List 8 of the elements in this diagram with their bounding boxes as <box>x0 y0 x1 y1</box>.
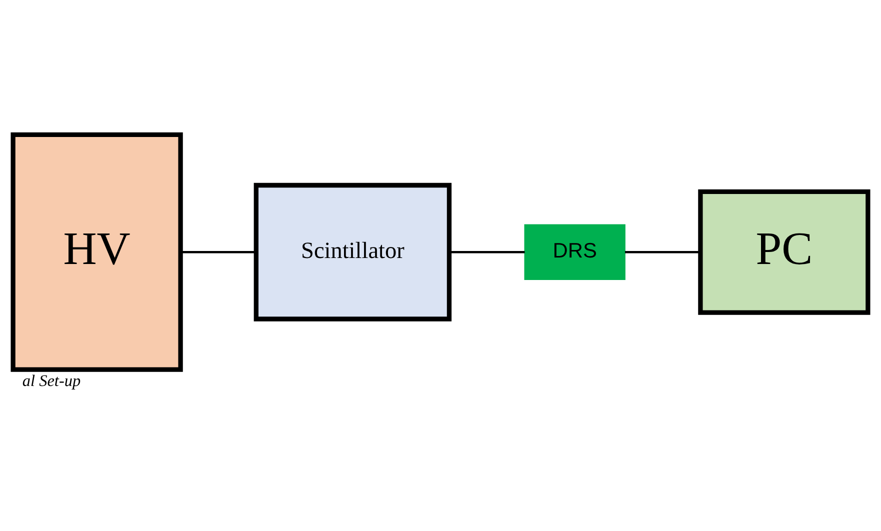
node-box: Scintillator <box>254 182 452 322</box>
connector <box>449 250 525 254</box>
node-box: PC <box>698 189 870 315</box>
connector <box>180 250 256 254</box>
node-box: HV <box>10 132 183 372</box>
connector <box>624 250 700 254</box>
node-box: DRS <box>524 224 626 280</box>
caption: al Set-up <box>22 371 81 390</box>
